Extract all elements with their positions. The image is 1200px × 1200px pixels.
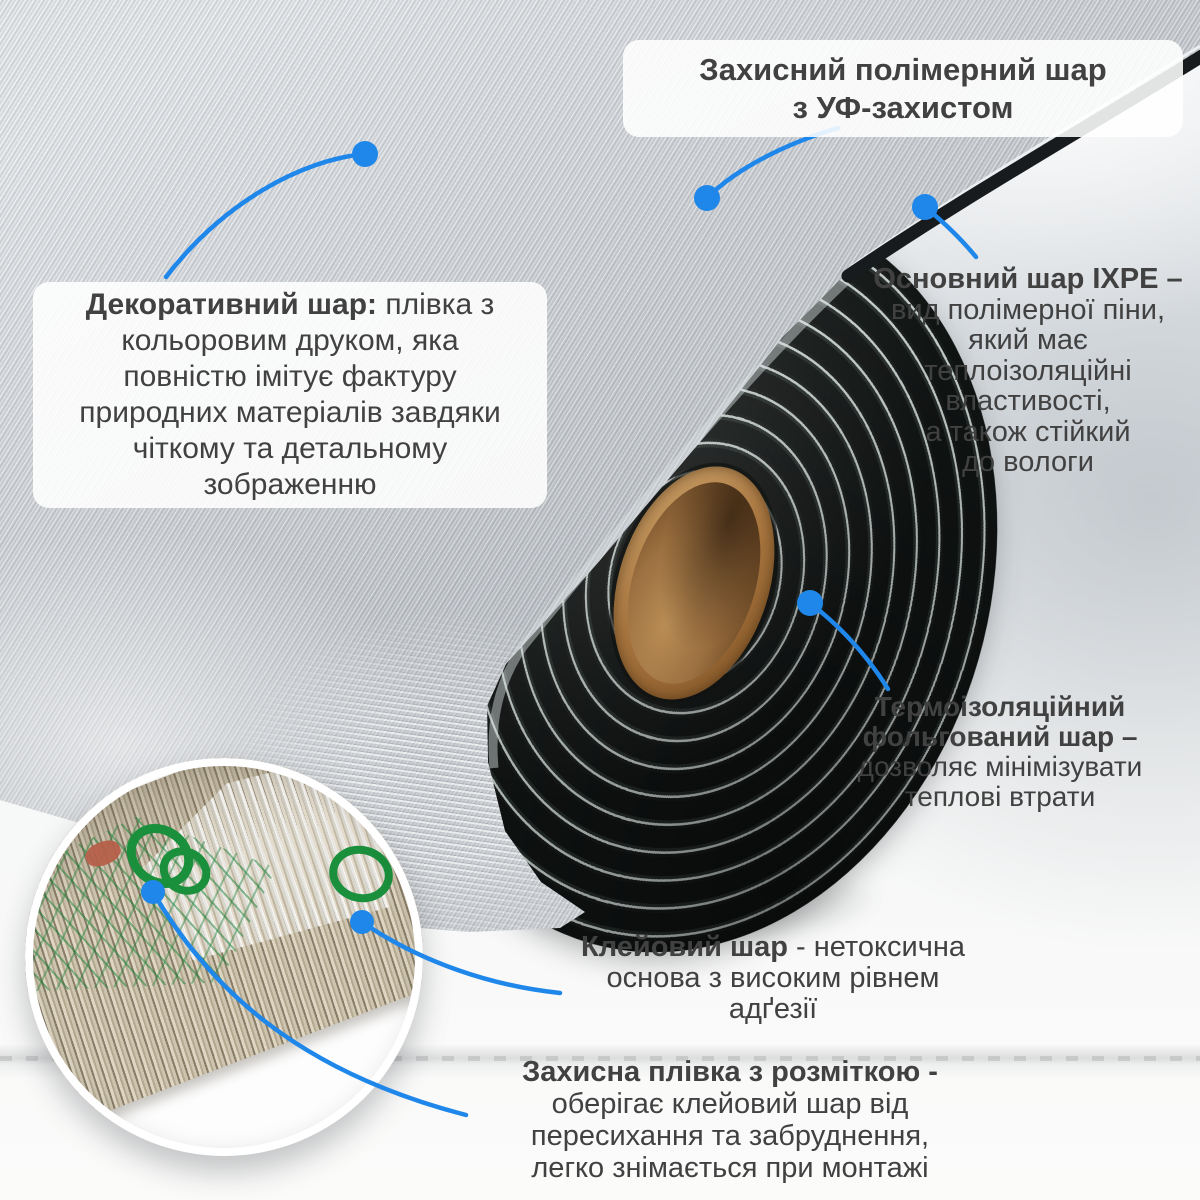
callout-line: Основний шар IXPE –	[873, 263, 1183, 295]
callout-line: оберігає клейовий шар від	[551, 1088, 909, 1120]
callout-adhesive-layer: Клейовий шар - нетоксична основа з висок…	[548, 932, 998, 1025]
inset-red-print-mark	[82, 836, 124, 871]
callout-line: дозволяє мінімізувати	[857, 751, 1143, 782]
callout-line: до вологи	[962, 446, 1094, 478]
callout-line: теплоізоляційні	[924, 354, 1132, 387]
adhesive-magnifier-inset	[25, 758, 423, 1156]
callout-thermo-foil-layer: Термоізоляційний фольгований шар – дозво…	[826, 692, 1174, 812]
callout-protective-layer: Захисний полімерний шар з УФ-захистом	[623, 40, 1183, 137]
callout-line: Термоізоляційний	[874, 691, 1126, 722]
callout-line: кольоровим друком, яка	[121, 324, 459, 357]
callout-line: з УФ-захистом	[792, 89, 1014, 125]
callout-line: Захисний полімерний шар	[699, 51, 1107, 87]
callout-line: властивості,	[945, 385, 1111, 417]
callout-line: теплові втрати	[904, 781, 1096, 812]
callout-line: Захисна плівка з розміткою -	[522, 1056, 938, 1088]
callout-line: основа з високим рівнем	[606, 962, 940, 994]
callout-line: легко знімається при монтажі	[531, 1152, 929, 1184]
callout-line: адґезії	[728, 993, 818, 1025]
callout-base-layer-ixpe: Основний шар IXPE – вид полімерної піни,…	[856, 264, 1200, 478]
callout-line: вид полімерної піни,	[890, 293, 1165, 326]
callout-line: фольгований шар –	[862, 721, 1138, 752]
inset-green-mark-icon	[113, 810, 207, 902]
floor-seam-dashes	[0, 1056, 1200, 1061]
inset-wood-texture	[25, 758, 423, 1147]
callout-release-film: Захисна плівка з розміткою - оберігає кл…	[462, 1056, 998, 1184]
callout-line: природних матеріалів завдяки	[79, 396, 501, 429]
callout-line: зображенню	[203, 468, 377, 501]
callout-line: повністю імітує фактуру	[123, 360, 457, 393]
callout-line: пересихання та забруднення,	[530, 1120, 930, 1152]
inset-release-film-shine	[122, 758, 423, 980]
callout-line: а також стійкий	[925, 415, 1131, 448]
callout-line: який має	[968, 324, 1088, 356]
callout-line: Декоративний шар: плівка з	[85, 288, 495, 321]
callout-line: Клейовий шар - нетоксична	[581, 931, 965, 963]
inset-green-mark-icon	[323, 839, 399, 909]
callout-line: чіткому та детальному	[132, 432, 448, 465]
callout-decorative-layer: Декоративний шар: плівка з кольоровим др…	[33, 282, 547, 508]
inset-green-mark-icon	[150, 838, 220, 904]
